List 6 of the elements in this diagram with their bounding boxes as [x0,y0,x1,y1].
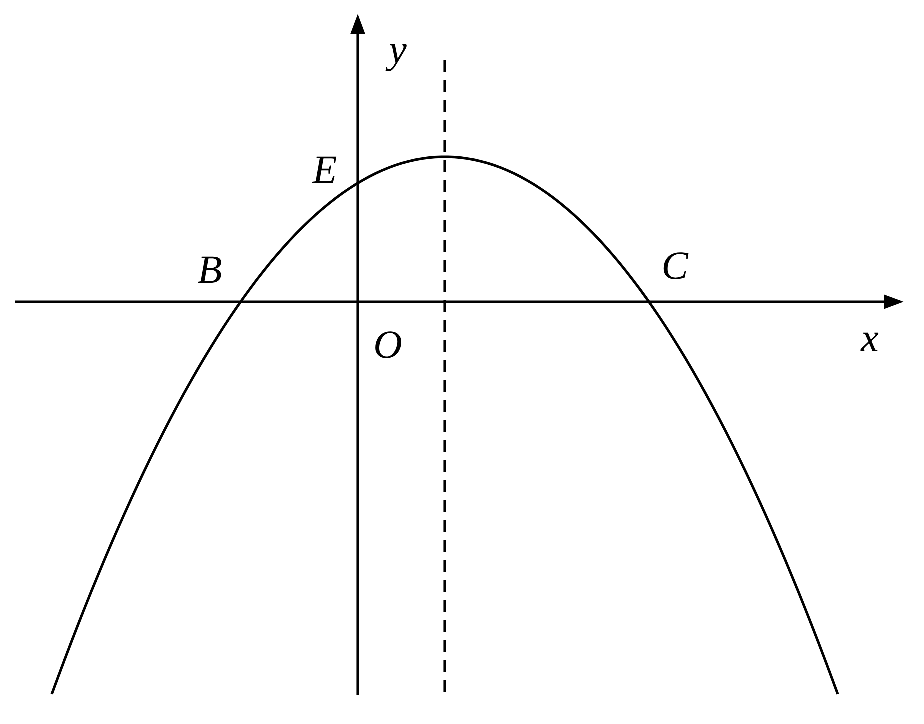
point-label: O [376,332,402,358]
axis-label: x [860,332,879,352]
point-label: C [664,252,689,280]
axis-label: y [386,44,407,72]
point-label: E [312,156,337,184]
point-label: B [198,256,222,284]
